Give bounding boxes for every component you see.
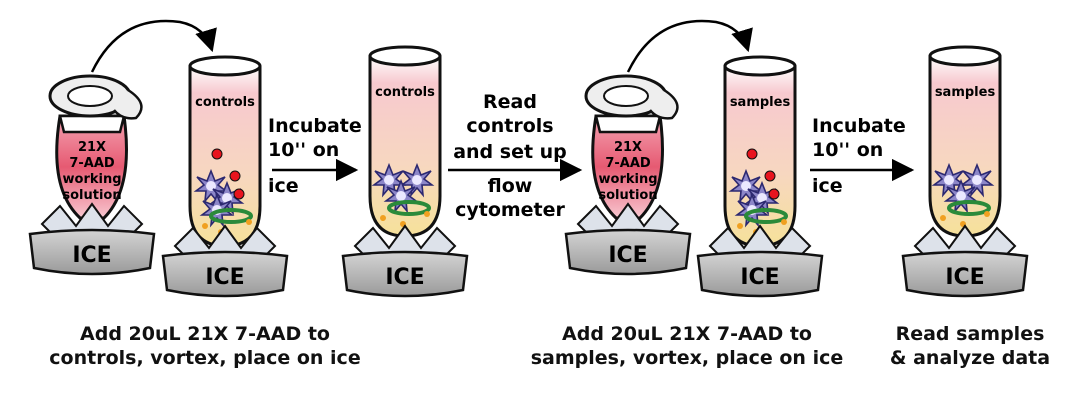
transfer-arrow-samples (626, 19, 753, 73)
step-label-incubate-1: Incubate (268, 115, 362, 137)
transfer-arrow-controls (90, 19, 217, 73)
caption-line: samples, vortex, place on ice (530, 347, 844, 369)
step-label-read-controls: flow (488, 175, 533, 197)
caption-read-samples: Read samples & analyze data (880, 322, 1060, 370)
ice-bowl: ICE (341, 224, 469, 298)
tube-label: controls (375, 85, 435, 100)
caption-add-samples: Add 20uL 21X 7-AAD to samples, vortex, p… (522, 322, 852, 370)
caption-line: Add 20uL 21X 7-AAD to (562, 323, 812, 345)
step-label-incubate-1: ice (268, 175, 299, 197)
step-label-read-controls: controls (466, 115, 553, 137)
tube-label: samples (730, 95, 791, 110)
ice-label: ICE (205, 265, 244, 290)
ice-label: ICE (945, 265, 984, 290)
tube-label: controls (195, 95, 255, 110)
ice-label: ICE (72, 243, 111, 268)
vial-label-line: 21X (614, 140, 642, 155)
ice-label: ICE (740, 265, 779, 290)
vial-label-line: solution (598, 188, 657, 203)
ice-label: ICE (608, 243, 647, 268)
tube-samples-2: samples (928, 45, 1002, 238)
ice-bowl: ICE (901, 224, 1029, 298)
tube-samples-1: samples (723, 55, 797, 248)
caption-line: Read samples (895, 323, 1045, 345)
vial-label-line: working (62, 172, 121, 187)
ice-label: ICE (385, 265, 424, 290)
step-label-incubate-1: 10'' on (268, 139, 339, 161)
tube-controls-1: controls (188, 55, 262, 248)
tube-label: samples (935, 85, 996, 100)
caption-line: controls, vortex, place on ice (49, 347, 361, 369)
ice-bowl: ICE (564, 202, 692, 276)
vial-on-ice-1: 21X 7-AAD working solution (48, 74, 143, 220)
vial-on-ice-2: 21X 7-AAD working solution (584, 74, 679, 220)
caption-line: & analyze data (889, 347, 1051, 369)
step-label-incubate-2: Incubate (812, 115, 906, 137)
step-label-incubate-2: 10'' on (812, 139, 883, 161)
ice-bowl: ICE (28, 202, 156, 276)
vial-label-line: 7-AAD (69, 156, 115, 171)
ice-bowl: ICE (161, 224, 289, 298)
caption-line: Add 20uL 21X 7-AAD to (80, 323, 330, 345)
tube-controls-2: controls (368, 45, 442, 238)
step-label-read-controls: cytometer (455, 199, 565, 221)
step-label-read-controls: Read (483, 91, 537, 113)
step-label-incubate-2: ice (812, 175, 843, 197)
step-label-read-controls: and set up (453, 141, 567, 163)
caption-add-controls: Add 20uL 21X 7-AAD to controls, vortex, … (40, 322, 370, 370)
vial-label-line: 7-AAD (605, 156, 651, 171)
vial-label-line: solution (62, 188, 121, 203)
ice-bowl: ICE (696, 224, 824, 298)
vial-label-line: 21X (78, 140, 106, 155)
vial-label-line: working (598, 172, 657, 187)
